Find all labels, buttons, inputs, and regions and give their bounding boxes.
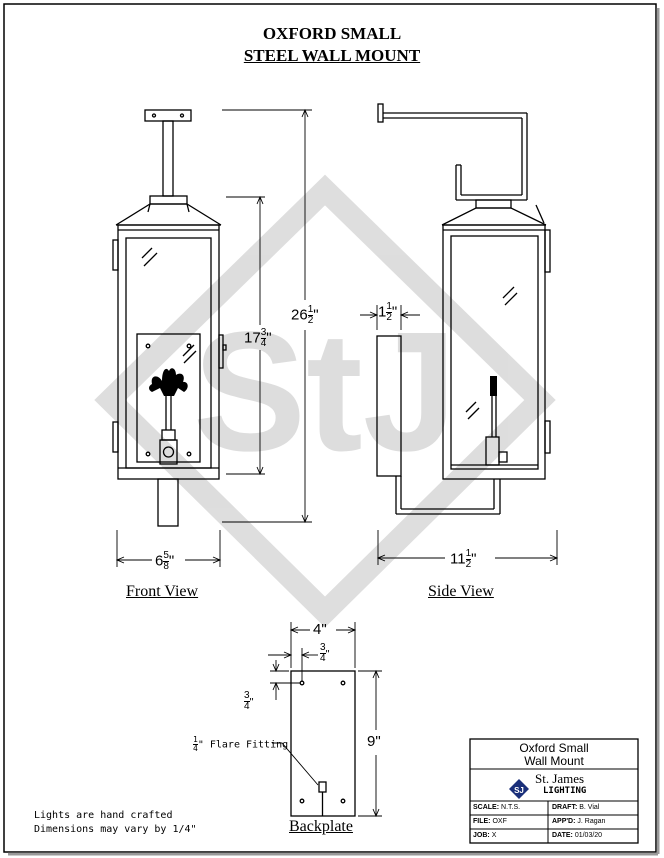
scale-field: SCALE: N.T.S. <box>473 804 521 811</box>
backplate-label: Backplate <box>289 818 353 835</box>
front-dimension-lines <box>115 108 312 567</box>
st-james-logo-icon: SJ <box>509 779 529 799</box>
job-field: JOB: X <box>473 832 497 839</box>
side-view-label: Side View <box>428 583 494 600</box>
company-name: St. James <box>535 771 585 786</box>
front-view-label: Front View <box>126 583 199 600</box>
backplate-drawing <box>290 670 356 817</box>
svg-text:StJ: StJ <box>193 297 458 487</box>
title-block-frame <box>469 738 639 844</box>
note-dimension-variance: Dimensions may vary by 1/4" <box>34 824 197 835</box>
backplate-dimension-lines <box>268 622 382 818</box>
title-block-name: Oxford Small Wall Mount <box>470 742 638 768</box>
page-border <box>3 3 657 853</box>
title-block-name-line-2: Wall Mount <box>524 754 584 768</box>
appd-field: APP'D: J. Ragan <box>552 818 606 825</box>
svg-text:SJ: SJ <box>514 786 524 795</box>
note-hand-crafted: Lights are hand crafted <box>34 810 173 821</box>
drawing-title-line-1: OXFORD SMALL <box>262 24 402 43</box>
side-flame-mark <box>490 376 497 396</box>
side-view-drawing <box>376 103 551 515</box>
date-field: DATE: 01/03/20 <box>552 832 603 839</box>
flame-icon <box>149 368 188 396</box>
drawing-title-line-2: STEEL WALL MOUNT <box>243 46 421 65</box>
side-dimension-lines <box>360 305 559 565</box>
file-field: FILE: OXF <box>473 818 507 825</box>
company-subtitle: LIGHTING <box>543 786 587 796</box>
title-block-name-line-1: Oxford Small <box>519 741 589 755</box>
draft-field: DRAFT: B. Vial <box>552 804 600 811</box>
front-view-drawing <box>112 109 227 527</box>
backplate-height-dimension: 9" <box>367 733 381 750</box>
backplate-width-dimension: 4" <box>313 621 327 638</box>
stj-watermark-logo: StJ <box>94 174 556 628</box>
